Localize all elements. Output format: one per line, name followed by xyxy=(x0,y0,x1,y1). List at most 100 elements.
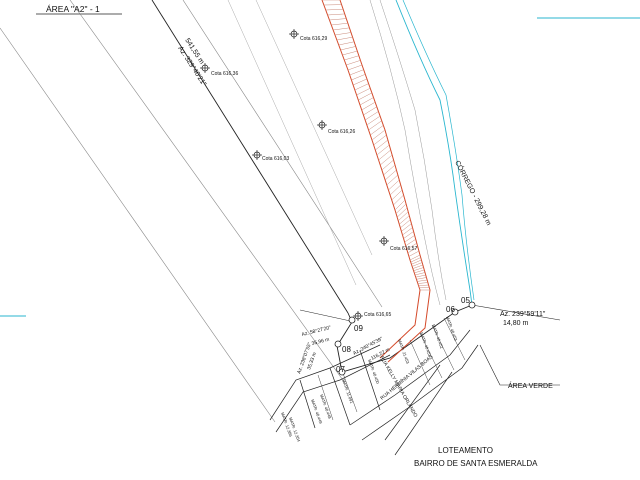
lot-label-8: MATR. 40.451 xyxy=(419,332,433,358)
vertex-05 xyxy=(468,301,476,309)
vertex-08-label: 08 xyxy=(342,345,351,354)
cota-label-4: Cota 616,03 xyxy=(262,156,289,162)
road-hatching xyxy=(322,0,430,291)
leader-239 xyxy=(471,304,561,321)
cota-label-1: Cota 616,29 xyxy=(300,36,327,42)
road-hatch-tick xyxy=(404,235,415,243)
boundary-polyline xyxy=(336,304,473,373)
road-hatch-tick xyxy=(333,27,350,31)
road-hatch-tick xyxy=(370,125,384,136)
road-hatch-tick xyxy=(401,223,412,232)
road-hatch-tick xyxy=(384,169,397,181)
lot-label-10: MATR. 40.453 xyxy=(445,316,459,342)
cota-label-5: Cota 616,57 xyxy=(390,246,417,252)
cota-label-3: Cota 616,26 xyxy=(328,129,355,135)
road-hatch-tick xyxy=(411,259,422,265)
street-blocks xyxy=(269,329,479,456)
contour-line-1 xyxy=(227,0,357,286)
az-239-label: Az. 239°59'11" xyxy=(500,310,546,318)
lot-label-3: MATR. 40.449 xyxy=(310,399,324,425)
long-diagonal-left xyxy=(0,27,276,423)
vertex-08 xyxy=(334,340,342,348)
road-hatch-tick xyxy=(410,257,421,263)
vertex-09 xyxy=(348,316,356,324)
road-hatch-tick xyxy=(386,174,399,186)
stream-line-1 xyxy=(395,0,473,306)
vertex-06 xyxy=(451,308,459,316)
road-hatch-tick xyxy=(403,231,414,239)
road-hatch-tick xyxy=(388,179,400,191)
elevation-markers xyxy=(200,29,389,321)
road-hatch-tick xyxy=(402,227,413,236)
road-hatch-tick xyxy=(408,250,420,257)
road-hatch-tick xyxy=(415,274,426,278)
boundary-line-541 xyxy=(151,0,349,314)
road-hatch-tick xyxy=(356,87,371,96)
road-hatch-tick xyxy=(380,154,393,166)
vertex-06-label: 06 xyxy=(446,305,455,314)
road-hatch-tick xyxy=(363,106,377,116)
road-hatch-tick xyxy=(393,194,404,206)
road-hatch-tick xyxy=(368,120,382,131)
road-hatch-tick xyxy=(331,22,348,26)
road-hatch-tick xyxy=(371,129,386,141)
cota-label-2: Cota 616,36 xyxy=(211,71,238,77)
leader-35 xyxy=(299,309,356,323)
road-hatch-tick xyxy=(395,203,407,214)
road-hatch-tick xyxy=(358,92,372,101)
road-hatch-tick xyxy=(375,139,389,151)
area-verde-label: ÁREA VERDE xyxy=(508,381,553,390)
road-hatch-tick xyxy=(416,277,427,280)
road-hatch-tick xyxy=(366,115,381,126)
road-hatch-tick xyxy=(351,74,366,81)
vertex-07 xyxy=(338,368,346,376)
lot-label-5: MATR. 11.091 xyxy=(341,379,355,405)
road-hatch-tick xyxy=(344,55,359,61)
road-hatch-tick xyxy=(405,239,416,246)
area-title: ÁREA "A2" - 1 xyxy=(46,4,100,14)
az-35-label: Az. 58°27'20" xyxy=(301,325,332,338)
road-hatch-tick xyxy=(373,134,387,146)
road-hatch-tick xyxy=(413,267,424,271)
area-verde-leader xyxy=(479,344,560,386)
vertex-09-label: 09 xyxy=(354,324,363,333)
road-hatch-tick xyxy=(414,272,426,276)
road-hatch-tick xyxy=(396,207,408,218)
loteamento-line2: BAIRRO DE SANTA ESMERALDA xyxy=(414,459,538,468)
road-hatch-tick xyxy=(398,211,409,221)
road-hatch-tick xyxy=(346,60,361,66)
road-hatch-tick xyxy=(342,50,358,56)
cota-label-6: Cota 616,65 xyxy=(364,312,391,318)
road-hatch-tick xyxy=(359,97,374,106)
road-hatch-tick xyxy=(394,199,406,211)
lot-label-9: MATR. 40.452 xyxy=(431,324,445,350)
road-hatch-tick xyxy=(414,269,425,274)
road-hatch-tick xyxy=(418,284,429,286)
road-hatch-tick xyxy=(325,9,344,11)
parallel-line xyxy=(182,0,383,308)
long-diagonal-right xyxy=(69,0,346,384)
dist-35-label: 35,96 m xyxy=(311,337,330,347)
corrego-label: CÓRREGO - 299,28 m xyxy=(453,159,494,227)
road-hatch-tick xyxy=(406,243,417,250)
stream-contour-1 xyxy=(379,0,447,301)
road-hatch-tick xyxy=(412,262,423,267)
stream-contour-2 xyxy=(369,0,441,306)
road-hatch-tick xyxy=(389,184,401,196)
stream-line-2 xyxy=(402,0,475,301)
road-hatch-tick xyxy=(365,111,379,121)
road-hatch-tick xyxy=(340,46,356,51)
dist-239-label: 14,80 m xyxy=(503,320,528,327)
road-hatch-tick xyxy=(349,69,364,76)
lot-label-6: MATR. 40.450 xyxy=(367,359,381,385)
vertex-05-label: 05 xyxy=(461,296,470,305)
dist-3533-label: 35,33 m xyxy=(306,352,318,371)
contour-line-2 xyxy=(255,0,373,256)
road-hatch-tick xyxy=(378,149,391,161)
road-hatch-tick xyxy=(381,159,394,171)
vertex-07-label: 07 xyxy=(336,365,345,374)
road-hatch-tick xyxy=(399,215,410,225)
road-hatch-tick xyxy=(376,144,390,156)
road-hatch-tick xyxy=(417,279,428,282)
